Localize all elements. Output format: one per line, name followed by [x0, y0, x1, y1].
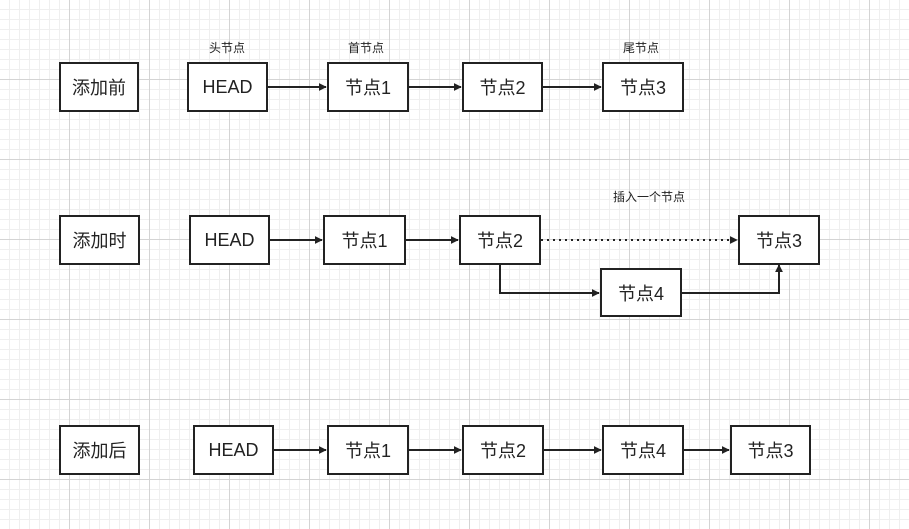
arrow-node4-to-node3-during — [682, 264, 783, 294]
arrow-node2-to-node4-during — [499, 265, 600, 297]
head-node-before: HEAD — [187, 62, 268, 112]
node3-during: 节点3 — [738, 215, 820, 265]
head-node-after: HEAD — [193, 425, 274, 475]
node4-after: 节点4 — [602, 425, 684, 475]
node1-before: 节点1 — [327, 62, 409, 112]
row-label-before: 添加前 — [59, 62, 139, 112]
insert-note: 插入一个节点 — [612, 190, 686, 204]
node2-before: 节点2 — [462, 62, 543, 112]
node3-before: 节点3 — [602, 62, 684, 112]
first-node-tag: 首节点 — [347, 41, 385, 55]
head-node-during: HEAD — [189, 215, 270, 265]
node4-during: 节点4 — [600, 268, 682, 317]
node2-during: 节点2 — [459, 215, 541, 265]
row-label-after: 添加后 — [59, 425, 140, 475]
node3-after: 节点3 — [730, 425, 811, 475]
node1-after: 节点1 — [327, 425, 409, 475]
head-node-tag: 头节点 — [208, 41, 246, 55]
tail-node-tag: 尾节点 — [622, 41, 660, 55]
node1-during: 节点1 — [323, 215, 406, 265]
row-label-during: 添加时 — [59, 215, 140, 265]
node2-after: 节点2 — [462, 425, 544, 475]
